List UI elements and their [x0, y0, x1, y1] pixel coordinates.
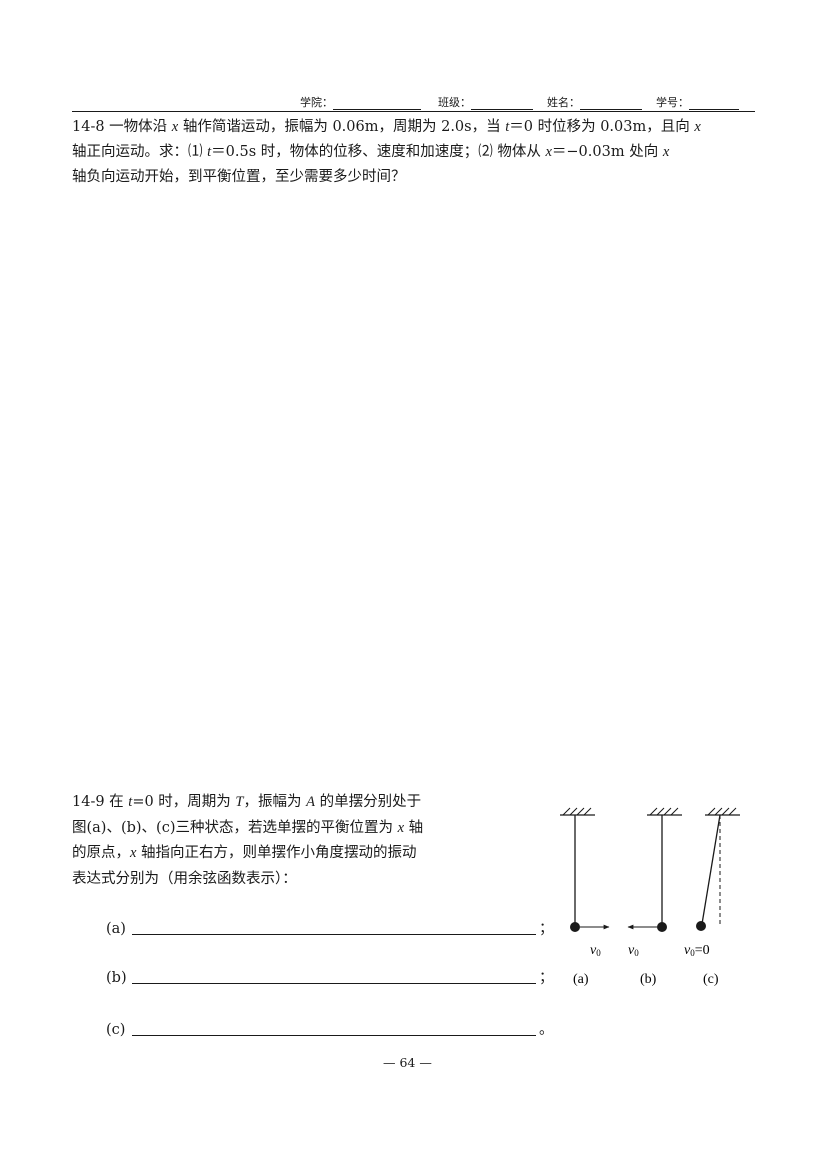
- question-14-8: 14-8 一物体沿 x 轴作简谐运动，振幅为 0.06m，周期为 2.0s，当 …: [72, 115, 762, 190]
- panel-label-a: (a): [573, 972, 589, 987]
- question-14-9: 14-9 在 t=0 时，周期为 T，振幅为 A 的单摆分别处于 图(a)、(b…: [72, 790, 482, 892]
- college-field: 学院：: [300, 94, 421, 110]
- q148-line-2: 轴正向运动。求：⑴ t＝0.5s 时，物体的位移、速度和加速度；⑵ 物体从 x＝…: [72, 144, 670, 160]
- pendulum-a: [560, 807, 610, 932]
- class-label: 班级：: [438, 96, 471, 109]
- panel-label-b: (b): [640, 972, 657, 987]
- bob-c: [696, 921, 706, 931]
- q148-line-1: 14-8 一物体沿 x 轴作简谐运动，振幅为 0.06m，周期为 2.0s，当 …: [72, 119, 701, 135]
- answer-a-line[interactable]: [132, 920, 536, 935]
- q149-line-4: 表达式分别为（用余弦函数表示）：: [72, 870, 297, 887]
- answer-a: (a)；: [106, 920, 554, 937]
- q149-line-2: 图(a)、(b)、(c)三种状态，若选单摆的平衡位置为 x 轴: [72, 819, 424, 836]
- panel-label-c: (c): [703, 972, 719, 987]
- college-blank: [333, 97, 421, 110]
- q149-line-1: 14-9 在 t=0 时，周期为 T，振幅为 A 的单摆分别处于: [72, 794, 422, 810]
- answer-b-label: (b): [106, 970, 127, 986]
- pendulum-b: [627, 807, 682, 932]
- q148-line-3: 轴负向运动开始，到平衡位置，至少需要多少时间？: [72, 169, 406, 185]
- name-blank: [580, 97, 642, 110]
- pendulum-c: [696, 807, 740, 931]
- string-c: [701, 814, 721, 925]
- answer-b: (b)；: [106, 969, 554, 986]
- velocity-label-b: v0: [628, 943, 639, 958]
- name-field: 姓名：: [547, 94, 642, 110]
- ceiling-hatch-c: [707, 807, 737, 816]
- page-number: — 64 —: [383, 1055, 432, 1070]
- velocity-label-a: v0: [590, 943, 601, 958]
- q149-line-3: 的原点，x 轴指向正右方，则单摆作小角度摆动的振动: [72, 845, 417, 861]
- bob-a: [570, 922, 580, 932]
- student-id-label: 学号：: [656, 96, 689, 109]
- student-id-blank: [689, 97, 739, 110]
- answer-a-label: (a): [106, 921, 126, 937]
- ceiling-hatch-b: [649, 807, 679, 816]
- student-id-field: 学号：: [656, 94, 739, 110]
- answer-c: (c)。: [106, 1021, 554, 1038]
- velocity-label-c: v0=0: [684, 943, 710, 958]
- answer-b-line[interactable]: [132, 969, 536, 984]
- class-blank: [471, 97, 533, 110]
- page-header: 学院： 班级： 姓名： 学号：: [72, 93, 755, 112]
- pendulum-figure: v0 v0 v0=0 (a) (b) (c): [560, 807, 740, 987]
- name-label: 姓名：: [547, 96, 580, 109]
- answer-c-label: (c): [106, 1022, 126, 1038]
- answer-c-line[interactable]: [132, 1021, 536, 1036]
- ceiling-hatch-a: [562, 807, 592, 816]
- college-label: 学院：: [300, 96, 333, 109]
- class-field: 班级：: [438, 94, 533, 110]
- bob-b: [657, 922, 667, 932]
